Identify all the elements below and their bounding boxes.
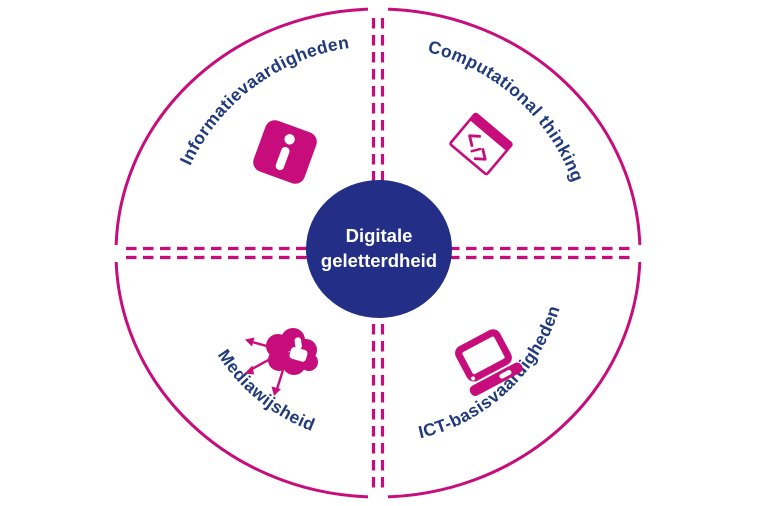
code-window-icon bbox=[449, 112, 513, 176]
circuit-arrowheads bbox=[244, 337, 281, 396]
center-title-line1: Digitale bbox=[346, 225, 413, 246]
thumbs-up-shape bbox=[289, 337, 308, 362]
center-title-line2: geletterdheid bbox=[321, 250, 437, 271]
vertical-divider bbox=[371, 18, 385, 488]
media-cloud-thumbs-up-icon bbox=[244, 328, 318, 396]
information-icon bbox=[253, 120, 317, 184]
circuit-lines bbox=[251, 340, 285, 390]
laptop-icon bbox=[455, 329, 523, 396]
label-computational-thinking: Computational thinking bbox=[426, 36, 588, 184]
ring-gaps bbox=[109, 3, 647, 503]
center-circle bbox=[306, 180, 452, 318]
